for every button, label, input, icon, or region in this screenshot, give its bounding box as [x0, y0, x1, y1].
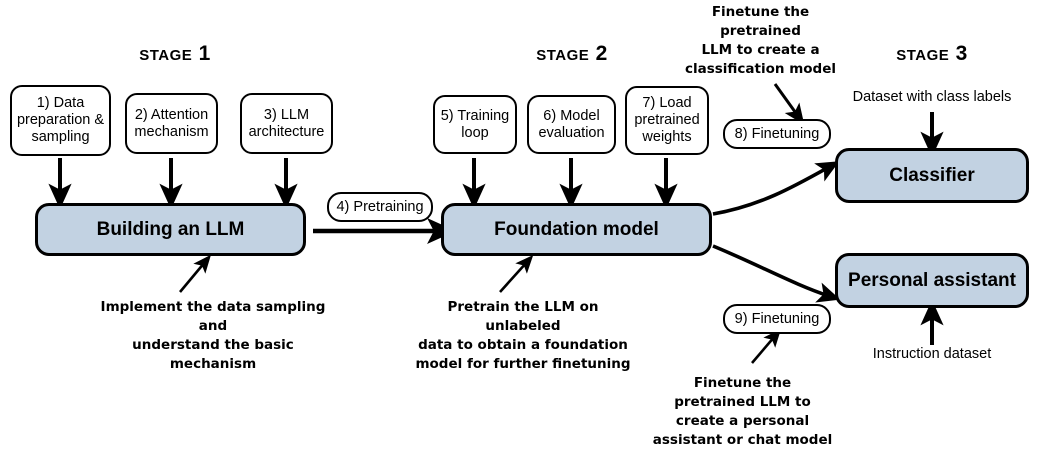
building-an-llm-box[interactable]: Building an LLM: [35, 203, 306, 256]
classifier-annotation-line-2: LLM to create a: [701, 42, 820, 59]
personal-assistant-box[interactable]: Personal assistant: [835, 253, 1029, 308]
branch-curve-classifier: [712, 161, 840, 216]
stage2-annotation-arrow: [499, 255, 534, 293]
assistant-annotation-line-3: create a personal: [675, 413, 810, 430]
step-box-llm-architecture[interactable]: 3) LLM architecture: [240, 93, 333, 154]
classifier-box[interactable]: Classifier: [835, 148, 1029, 203]
stage1-annotation-arrow: [179, 254, 211, 293]
assistant-annotation-line-4: assistant or chat model: [652, 432, 833, 449]
assistant-annotation-line-2: pretrained LLM to: [674, 394, 811, 411]
classifier-annotation-arrow: [773, 83, 805, 125]
branch-curve-assistant: [712, 244, 841, 303]
stage2-down-arrows: [462, 158, 678, 210]
assistant-annotation-line-1: Finetune the: [693, 375, 792, 391]
foundation-model-box[interactable]: Foundation model: [441, 203, 712, 256]
class-dataset-label: Dataset with class labels: [852, 89, 1012, 105]
stage1-down-arrows: [48, 158, 298, 210]
instruction-dataset-label: Instruction dataset: [872, 346, 992, 362]
finetuning-pill-classifier[interactable]: 8) Finetuning: [723, 119, 831, 149]
step-box-attention-mechanism[interactable]: 2) Attention mechanism: [125, 93, 218, 154]
stage1-annotation-line-1: Implement the data sampling and: [100, 299, 326, 335]
classifier-annotation-line-3: classification model: [684, 61, 836, 78]
stage-1-title: Stage 1: [139, 42, 211, 65]
stage2-annotation-line-3: model for further finetuning: [415, 356, 631, 373]
stage2-annotation-line-2: data to obtain a foundation: [418, 337, 628, 354]
step-box-data-preparation[interactable]: 1) Data preparation & sampling: [10, 85, 111, 156]
stage1-annotation: Implement the data sampling and understa…: [88, 298, 338, 375]
pretraining-pill[interactable]: 4) Pretraining: [327, 192, 433, 222]
classifier-annotation: Finetune the pretrained LLM to create a …: [673, 3, 848, 80]
assistant-annotation: Finetune the pretrained LLM to create a …: [650, 374, 835, 451]
assistant-annotation-arrow: [751, 328, 782, 364]
classifier-annotation-line-1: Finetune the pretrained: [711, 4, 810, 40]
stage-3-title: Stage 3: [896, 42, 968, 65]
stage2-annotation-line-1: Pretrain the LLM on unlabeled: [447, 299, 599, 335]
stage1-annotation-line-2: understand the basic mechanism: [132, 337, 294, 373]
step-box-model-evaluation[interactable]: 6) Model evaluation: [527, 95, 616, 154]
step-box-load-pretrained-weights[interactable]: 7) Load pretrained weights: [625, 86, 709, 155]
stage2-annotation: Pretrain the LLM on unlabeled data to ob…: [408, 298, 638, 375]
stage-2-title: Stage 2: [536, 42, 608, 65]
finetuning-pill-assistant[interactable]: 9) Finetuning: [723, 304, 831, 334]
step-box-training-loop[interactable]: 5) Training loop: [433, 95, 517, 154]
